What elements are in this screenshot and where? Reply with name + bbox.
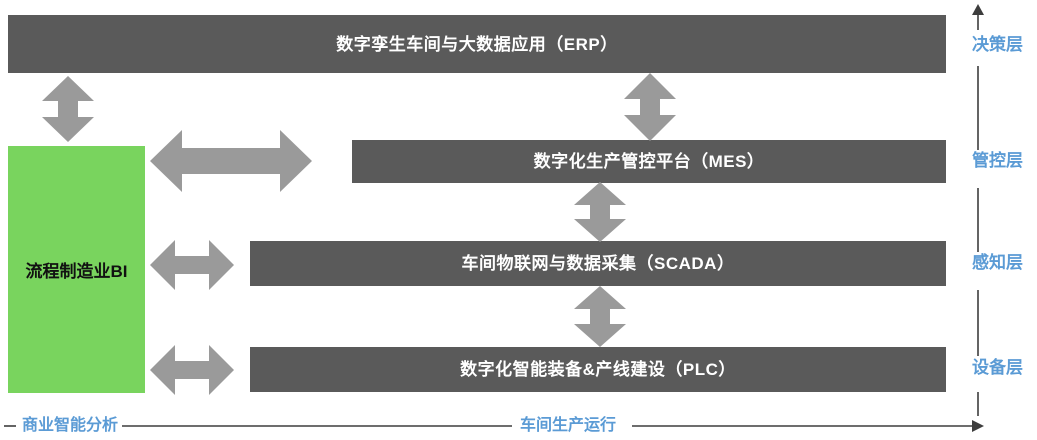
- connector-bi-scada-arrow: [150, 240, 234, 290]
- tier-label-decision: 决策层: [972, 35, 1023, 54]
- layer-bar-erp[interactable]: 数字孪生车间与大数据应用（ERP）: [8, 15, 946, 73]
- vertical-axis: [972, 4, 984, 416]
- connector-bi-plc-arrow: [150, 345, 234, 395]
- connector-bi-mes-arrow: [150, 130, 312, 192]
- tier-label-equipment: 设备层: [972, 358, 1023, 377]
- connector-erp-bi-arrow: [42, 76, 94, 142]
- horizontal-axis: [4, 420, 984, 432]
- layer-bar-erp-label: 数字孪生车间与大数据应用（ERP）: [336, 34, 618, 54]
- axis-caption-bi: 商业智能分析: [18, 418, 123, 434]
- layer-bar-plc[interactable]: 数字化智能装备&产线建设（PLC）: [250, 347, 946, 392]
- layer-bar-scada-label: 车间物联网与数据采集（SCADA）: [461, 254, 735, 273]
- connector-erp-mes-arrow: [624, 73, 676, 141]
- tier-label-control: 管控层: [972, 151, 1023, 170]
- bi-box-label: 流程制造业BI: [25, 262, 128, 281]
- axis-caption-production: 车间生产运行: [516, 418, 621, 434]
- layer-bar-mes[interactable]: 数字化生产管控平台（MES）: [352, 140, 946, 183]
- bi-box[interactable]: 流程制造业BI: [8, 146, 145, 393]
- layer-bar-scada[interactable]: 车间物联网与数据采集（SCADA）: [250, 241, 946, 286]
- connector-scada-plc-arrow: [574, 286, 626, 347]
- connector-mes-scada-arrow: [574, 182, 626, 242]
- layer-bar-mes-label: 数字化生产管控平台（MES）: [533, 152, 765, 171]
- tier-label-perception: 感知层: [972, 253, 1023, 272]
- layer-bar-plc-label: 数字化智能装备&产线建设（PLC）: [460, 360, 736, 379]
